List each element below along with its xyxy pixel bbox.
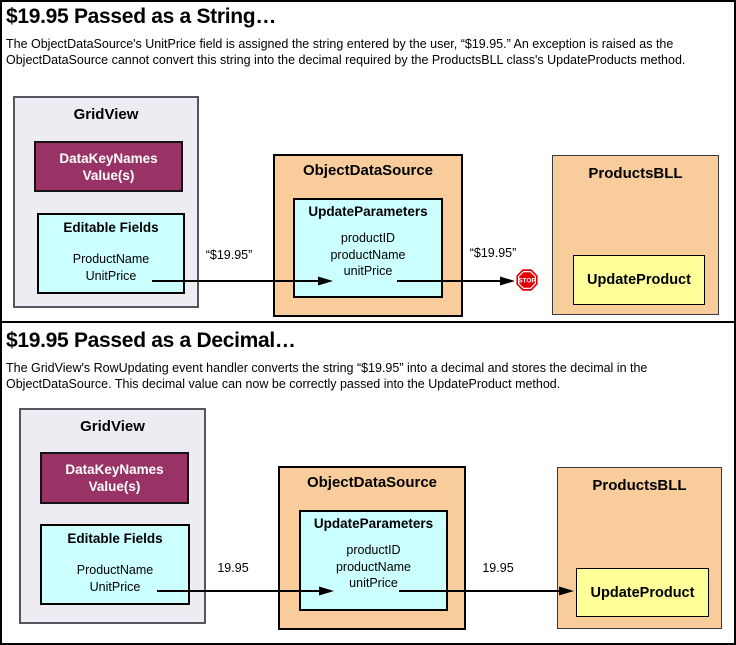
stop-icon: STOP (516, 269, 538, 291)
updateparameters-box: UpdateParameters productID productName u… (293, 198, 443, 298)
gridview-box: GridView DataKeyNames Value(s) Editable … (13, 96, 199, 308)
arrow-label-left: 19.95 (217, 561, 249, 575)
datakeynames-line2: Value(s) (82, 167, 135, 183)
updateproduct-label: UpdateProduct (590, 584, 695, 601)
productsbll-box: ProductsBLL UpdateProduct (552, 155, 719, 315)
updateparameters-title: UpdateParameters (313, 516, 434, 531)
gridview-title: GridView (73, 106, 139, 123)
param-unitprice: unitPrice (343, 264, 393, 278)
field-unitprice: UnitPrice (85, 268, 137, 283)
objectdatasource-box: ObjectDataSource UpdateParameters produc… (278, 466, 466, 630)
field-productname: ProductName (72, 252, 150, 266)
section-title: $19.95 Passed as a Decimal… (6, 329, 296, 352)
productsbll-title: ProductsBLL (592, 477, 687, 494)
arrow-label-right: “$19.95” (469, 246, 517, 260)
datakeynames-line1: DataKeyNames (59, 150, 158, 166)
param-productid: productID (346, 543, 401, 557)
editable-fields-box: Editable Fields ProductName UnitPrice (40, 524, 190, 605)
objectdatasource-title: ObjectDataSource (306, 474, 438, 491)
arrow-label-right: 19.95 (482, 561, 514, 575)
updateproduct-box: UpdateProduct (576, 568, 709, 617)
datakeynames-line1: DataKeyNames (65, 462, 164, 477)
field-productname: ProductName (76, 563, 154, 577)
updateproduct-box: UpdateProduct (573, 255, 705, 305)
gridview-box: GridView DataKeyNames Value(s) Editable … (19, 408, 206, 624)
productsbll-box: ProductsBLL UpdateProduct (557, 467, 722, 629)
arrow-label-left: “$19.95” (205, 248, 253, 262)
editable-fields-title: Editable Fields (67, 531, 163, 546)
section-description: The ObjectDataSource's UnitPrice field i… (6, 37, 686, 67)
section-divider (0, 321, 736, 323)
param-productname: productName (335, 559, 412, 574)
section-title: $19.95 Passed as a String… (6, 5, 277, 28)
section-description: The GridView's RowUpdating event handler… (6, 361, 648, 391)
field-unitprice: UnitPrice (89, 579, 141, 594)
productsbll-title: ProductsBLL (588, 165, 683, 182)
gridview-title: GridView (80, 418, 145, 435)
editable-fields-box: Editable Fields ProductName UnitPrice (37, 213, 185, 294)
editable-fields-title: Editable Fields (63, 220, 159, 235)
stop-icon-label: STOP (518, 277, 536, 284)
objectdatasource-box: ObjectDataSource UpdateParameters produc… (273, 154, 463, 317)
updateparameters-title: UpdateParameters (308, 204, 428, 219)
datakeynames-box: DataKeyNames Value(s) (34, 141, 183, 192)
datakeynames-box: DataKeyNames Value(s) (40, 452, 189, 504)
updateproduct-label: UpdateProduct (587, 272, 691, 288)
param-productid: productID (340, 231, 396, 245)
arrow-head (500, 276, 515, 286)
param-productname: productName (330, 247, 406, 262)
objectdatasource-title: ObjectDataSource (302, 162, 434, 179)
datakeynames-line2: Value(s) (88, 479, 141, 494)
param-unitprice: unitPrice (349, 576, 398, 590)
updateparameters-box: UpdateParameters productID productName u… (299, 510, 448, 611)
